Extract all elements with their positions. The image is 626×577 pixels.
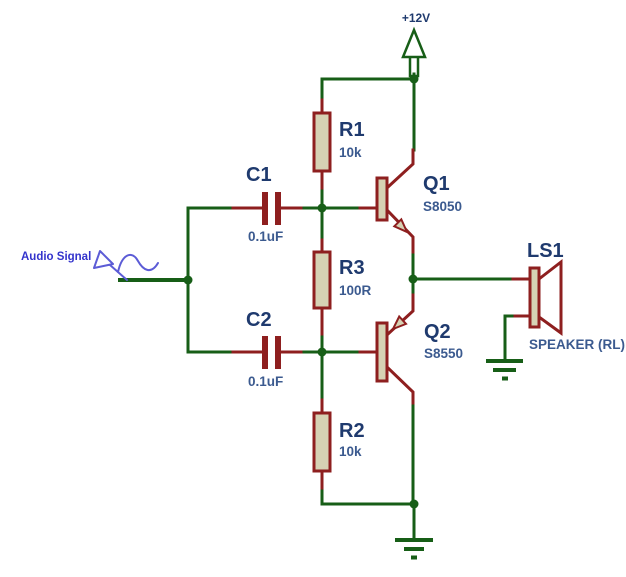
ls1-value: SPEAKER (RL)	[529, 337, 625, 352]
ls1-body	[528, 266, 541, 329]
r3-value: 100R	[339, 283, 372, 298]
transistor-q1[interactable]: Q1 S8050	[358, 148, 462, 254]
speaker-ls1[interactable]: LS1 SPEAKER (RL)	[511, 240, 625, 352]
c1-value: 0.1uF	[248, 229, 283, 244]
transistor-q2[interactable]: Q2 S8550	[358, 293, 463, 405]
c2-value: 0.1uF	[248, 374, 283, 389]
r2-value: 10k	[339, 444, 362, 459]
ls1-ref: LS1	[527, 240, 564, 262]
capacitor-c1[interactable]: C1 0.1uF	[231, 164, 303, 244]
resistor-r3[interactable]: R3 100R	[312, 238, 372, 336]
q2-emitter-arrow-icon	[390, 314, 408, 331]
q1-collector-pin	[385, 148, 415, 190]
junction-dot	[183, 275, 193, 285]
q2-emitter-pin	[385, 293, 415, 337]
r2-ref: R2	[339, 420, 365, 442]
junction-dot	[409, 74, 419, 84]
q1-base-bar	[375, 176, 389, 222]
capacitor-c2[interactable]: C2 0.1uF	[231, 309, 303, 389]
ground-main-icon	[395, 538, 433, 560]
r3-ref: R3	[339, 257, 365, 279]
ground-main[interactable]	[395, 538, 433, 560]
input-terminal[interactable]: Audio Signal	[21, 250, 159, 281]
c1-plates	[262, 192, 281, 225]
r1-body	[312, 111, 332, 173]
junction-dot	[317, 203, 327, 213]
q1-emitter-arrow-icon	[392, 217, 409, 234]
ls1-cone	[537, 258, 563, 336]
c1-ref: C1	[246, 164, 272, 186]
q1-emitter-pin	[385, 208, 415, 254]
power-arrow-icon	[401, 26, 427, 59]
input-terminal-icon	[93, 250, 114, 269]
ground-speaker-icon	[486, 359, 523, 381]
c2-ref: C2	[246, 309, 272, 331]
wire-speaker-ground	[503, 314, 517, 362]
power-label: +12V	[402, 11, 430, 25]
r1-ref: R1	[339, 119, 365, 141]
q1-value: S8050	[423, 199, 462, 214]
resistor-r2[interactable]: R2 10k	[312, 398, 365, 490]
power-terminal-12v[interactable]: +12V	[401, 11, 430, 82]
junction-dots	[183, 74, 419, 509]
q1-ref: Q1	[423, 173, 450, 195]
input-label: Audio Signal	[21, 251, 91, 263]
q2-ref: Q2	[424, 321, 451, 343]
q2-base-bar	[375, 321, 389, 383]
wire-r2-bottom	[320, 469, 416, 506]
junction-dot	[317, 347, 327, 357]
r2-body	[312, 411, 332, 473]
ground-speaker[interactable]	[486, 359, 523, 381]
c2-plates	[262, 336, 281, 369]
q2-value: S8550	[424, 346, 463, 361]
junction-dot	[408, 274, 418, 284]
sine-wave-icon	[117, 253, 159, 273]
resistor-r1[interactable]: R1 10k	[312, 98, 365, 190]
junction-dot	[409, 499, 419, 509]
r1-value: 10k	[339, 145, 362, 160]
q2-collector-pin	[385, 365, 415, 405]
r3-body	[312, 250, 332, 310]
